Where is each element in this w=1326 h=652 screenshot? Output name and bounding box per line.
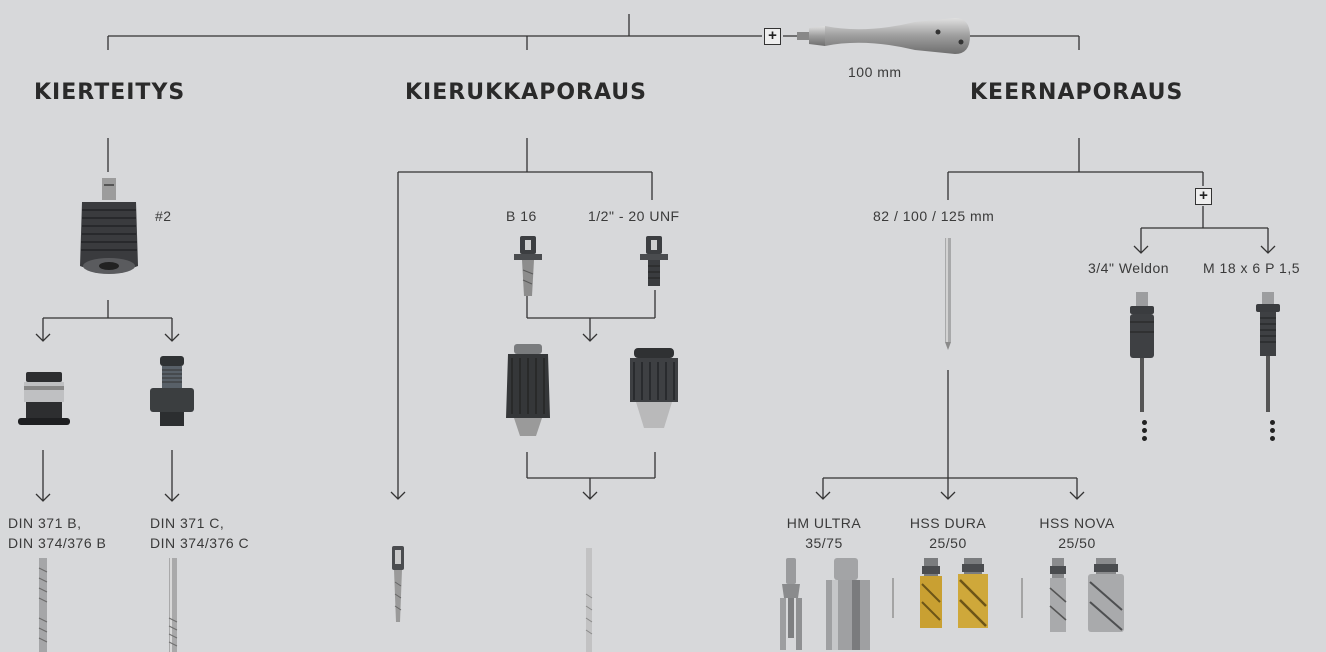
keyless-chuck-b16-image <box>506 344 550 436</box>
extension-length-label: 100 mm <box>848 64 902 80</box>
cutter-hss-nova-large-image <box>1088 558 1124 632</box>
twist-drill-long-image <box>585 548 593 652</box>
cutter-hss-nova-name: HSS NOVA <box>1039 515 1115 531</box>
thread-adapter-image <box>1256 292 1280 412</box>
cutter-hm-ultra-name: HM ULTRA <box>786 515 862 531</box>
cutter-hss-dura-large-image <box>958 558 988 628</box>
pilot-pin-image <box>945 238 951 350</box>
cutter-hss-dura-small-image <box>920 558 942 628</box>
cutter-hm-ultra-large-image <box>826 558 870 650</box>
tap-adapter-c-image <box>150 356 194 426</box>
tap-b-image <box>38 558 48 652</box>
twist-drill-short-image <box>392 546 404 622</box>
tap-left-label-1: DIN 371 B, <box>8 515 82 531</box>
tapping-chuck-label: #2 <box>155 208 172 224</box>
core-plus-box: + <box>1195 188 1212 205</box>
cutter-hss-nova-small-image <box>1049 558 1067 632</box>
arbor-unf-label: 1/2" - 20 UNF <box>588 208 680 224</box>
tap-left-label-2: DIN 374/376 B <box>8 535 107 551</box>
arbor-b16-image <box>514 236 542 296</box>
weldon-adapter-image <box>1130 292 1154 412</box>
tap-c-image <box>168 558 178 652</box>
tap-right-label-1: DIN 371 C, <box>150 515 225 531</box>
weldon-more-dots <box>1142 420 1147 444</box>
tap-adapter-b-image <box>18 372 70 425</box>
cutter-hss-dura-name: HSS DURA <box>909 515 987 531</box>
cutter-hss-nova-depth: 25/50 <box>1058 535 1096 551</box>
tap-right-label-2: DIN 374/376 C <box>150 535 250 551</box>
cutter-hss-dura-depth: 25/50 <box>929 535 967 551</box>
extension-handle-image <box>797 18 970 54</box>
heading-tapping: KIERTEITYS <box>34 80 186 105</box>
heading-core-drilling: KEERNAPORAUS <box>970 80 1184 105</box>
cutter-hm-ultra-small-image <box>780 558 802 650</box>
arbor-unf-image <box>640 236 668 286</box>
tapping-chuck-image <box>80 178 138 274</box>
extension-plus-box: + <box>764 28 781 45</box>
thread-adapter-label: M 18 x 6 P 1,5 <box>1203 260 1301 276</box>
thread-more-dots <box>1270 420 1275 444</box>
cutter-hm-ultra-depth: 35/75 <box>805 535 843 551</box>
weldon-label: 3/4" Weldon <box>1088 260 1170 276</box>
core-arbor-label: 82 / 100 / 125 mm <box>873 208 995 224</box>
keyless-chuck-unf-image <box>630 348 678 428</box>
arbor-b16-label: B 16 <box>506 208 537 224</box>
heading-twist-drilling: KIERUKKAPORAUS <box>405 80 648 105</box>
